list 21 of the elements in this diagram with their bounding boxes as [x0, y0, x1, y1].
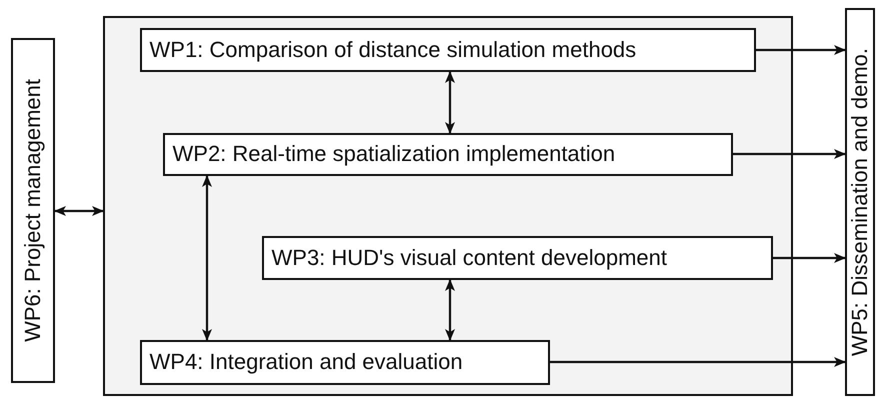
arrow: [550, 357, 846, 367]
work-package-box: [162, 132, 732, 176]
box-label: WP5: Dissemination and demo.: [847, 48, 873, 356]
box-label: WP6: Project management: [20, 79, 46, 342]
box-label: WP3: HUD's visual content development: [272, 244, 667, 270]
work-package-box: [11, 38, 55, 383]
work-package-box: [262, 236, 772, 280]
work-package-box: [140, 28, 756, 72]
box-label: WP4: Integration and evaluation: [150, 349, 463, 375]
arrow: [733, 149, 846, 159]
arrow: [445, 279, 455, 341]
arrow: [445, 71, 455, 134]
box-label: WP1: Comparison of distance simulation methods: [150, 36, 636, 62]
arrow: [202, 175, 212, 341]
arrow: [756, 45, 846, 55]
work-package-box: [140, 340, 550, 384]
container-box: [103, 16, 793, 396]
arrow: [773, 253, 846, 263]
arrow: [54, 206, 104, 216]
work-package-box: [845, 8, 875, 396]
box-label: WP2: Real-time spatialization implementation: [172, 141, 616, 167]
